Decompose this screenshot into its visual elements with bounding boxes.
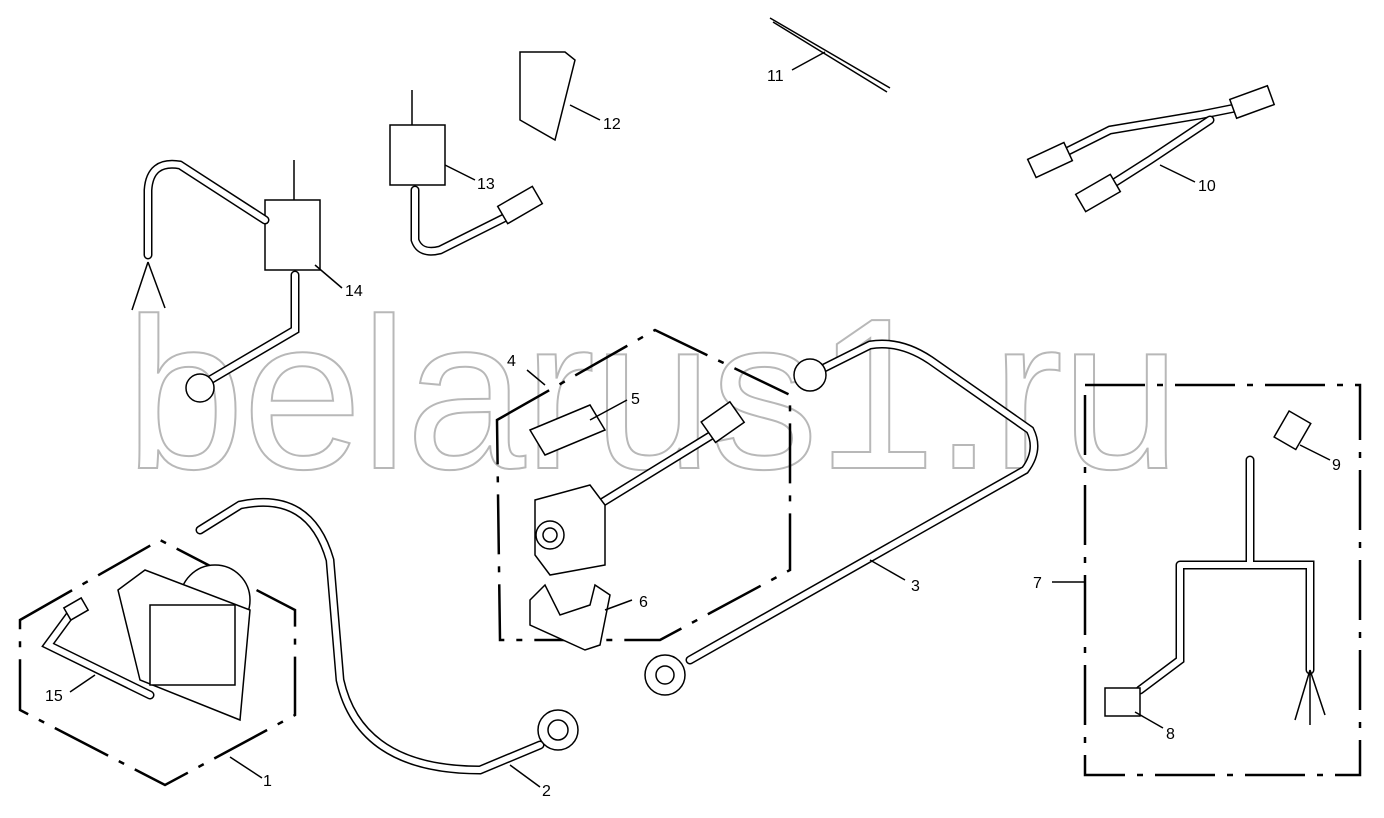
monitor-assembly — [18, 538, 297, 787]
callout-15: 15 — [45, 688, 63, 705]
callout-4: 4 — [507, 353, 516, 370]
harness-assembly — [1083, 383, 1362, 777]
transmitter-13 — [389, 90, 544, 256]
cable-2 — [195, 497, 579, 775]
bracket-12 — [519, 51, 576, 142]
callout-8: 8 — [1166, 726, 1175, 743]
receiver-14 — [131, 159, 321, 403]
callout-10: 10 — [1198, 178, 1216, 195]
callout-5: 5 — [631, 391, 640, 408]
callout-13: 13 — [477, 176, 495, 193]
y-cable-10 — [1026, 84, 1276, 213]
cable-3 — [644, 339, 1039, 696]
callout-1: 1 — [263, 773, 272, 790]
leader-lines — [69, 51, 1331, 788]
watermark: belarus1.ru — [125, 273, 1179, 514]
cable-tie-11 — [769, 17, 891, 93]
callout-11: 11 — [767, 68, 784, 85]
callout-9: 9 — [1332, 457, 1341, 474]
camera-assembly — [495, 328, 792, 651]
callout-12: 12 — [603, 116, 621, 133]
callout-2: 2 — [542, 783, 551, 800]
callout-6: 6 — [639, 594, 648, 611]
callout-3: 3 — [911, 578, 920, 595]
callout-7: 7 — [1033, 575, 1042, 592]
callout-14: 14 — [345, 283, 363, 300]
